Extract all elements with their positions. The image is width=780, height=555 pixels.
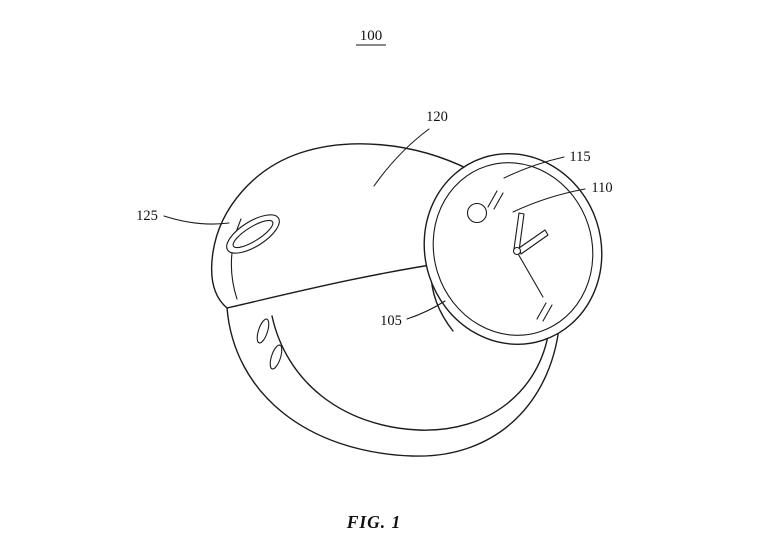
watch-case-outer-rim	[423, 153, 603, 345]
glass-reflection-upper	[487, 190, 504, 210]
second-hand	[516, 251, 544, 298]
band-loop-inner-edge	[271, 315, 550, 431]
dial-sensor-circle	[466, 202, 488, 224]
hatch-line	[542, 304, 553, 322]
glass-reflection-lower	[536, 302, 553, 322]
leader-line-120	[373, 128, 430, 187]
band-slot-1	[256, 318, 270, 344]
ref-label-120: 120	[426, 109, 448, 125]
leader-line-125	[163, 215, 230, 225]
hatch-line	[487, 190, 498, 208]
ref-label-105: 105	[380, 313, 402, 329]
ref-label-115: 115	[569, 149, 590, 165]
hatch-line	[493, 192, 504, 210]
band-loop-outer-edge	[226, 307, 561, 457]
leader-line-105	[406, 300, 446, 320]
ref-label-125: 125	[136, 208, 158, 224]
band-strap-outline	[210, 143, 471, 309]
leader-line-110	[512, 188, 586, 213]
clasp-oval-inner	[232, 219, 274, 249]
assembly-ref-label: 100	[360, 28, 383, 44]
ref-label-110: 110	[591, 180, 612, 196]
band-slot-2	[269, 344, 283, 370]
band-tip-contour	[230, 218, 242, 300]
figure-caption: FIG. 1	[346, 512, 402, 532]
watch-dial-edge	[432, 162, 594, 336]
leader-line-115	[503, 156, 565, 179]
hands-center-pin	[512, 246, 522, 256]
hatch-line	[536, 302, 547, 320]
clasp-oval-outer	[226, 214, 280, 254]
